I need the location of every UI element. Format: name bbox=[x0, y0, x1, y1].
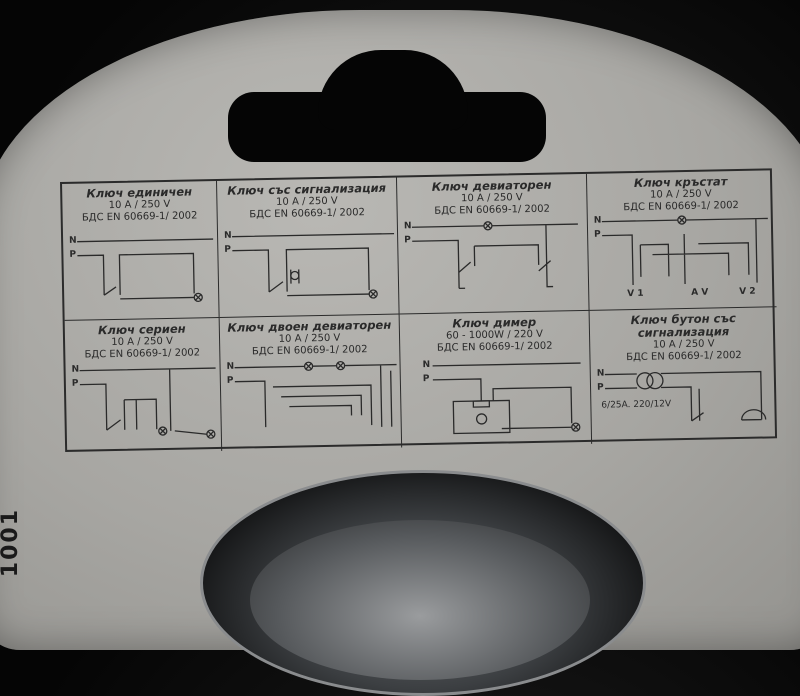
wiring-diagram-table: Ключ единичен 10 A / 250 V БДС EN 60669-… bbox=[60, 168, 780, 454]
cell-double-two-way-switch: Ключ двоен девиаторен 10 A / 250 V БДС E… bbox=[219, 314, 403, 451]
wiring-diagram bbox=[601, 215, 768, 286]
cell-switch-with-indicator: Ключ със сигнализация 10 A / 250 V БДС E… bbox=[217, 177, 400, 318]
blister-product bbox=[250, 520, 590, 680]
wiring-diagram bbox=[232, 232, 395, 299]
cell-dimmer: Ключ димер 60 - 1000W / 220 V БДС EN 606… bbox=[399, 310, 593, 448]
hang-hole-bump bbox=[318, 50, 468, 130]
wiring-diagram bbox=[79, 367, 216, 439]
cell-two-way-switch: Ключ девиаторен 10 A / 250 V БДС EN 6066… bbox=[396, 173, 590, 315]
wiring-diagram bbox=[432, 362, 581, 435]
cell-single-switch: Ключ единичен 10 A / 250 V БДС EN 60669-… bbox=[62, 180, 220, 321]
wiring-diagram bbox=[77, 238, 214, 303]
side-code: 1001 bbox=[0, 508, 23, 578]
cell-cross-switch: Ключ кръстат 10 A / 250 V БДС EN 60669-1… bbox=[586, 170, 777, 311]
wiring-diagram bbox=[234, 360, 397, 428]
cell-push-button-with-indicator: Ключ бутон със сигнализация 10 A / 250 V… bbox=[590, 307, 780, 444]
wiring-diagram bbox=[411, 221, 578, 290]
wiring-diagram bbox=[604, 370, 767, 422]
cell-series-switch: Ключ сериен 10 A / 250 V БДС EN 60669-1/… bbox=[64, 317, 223, 454]
